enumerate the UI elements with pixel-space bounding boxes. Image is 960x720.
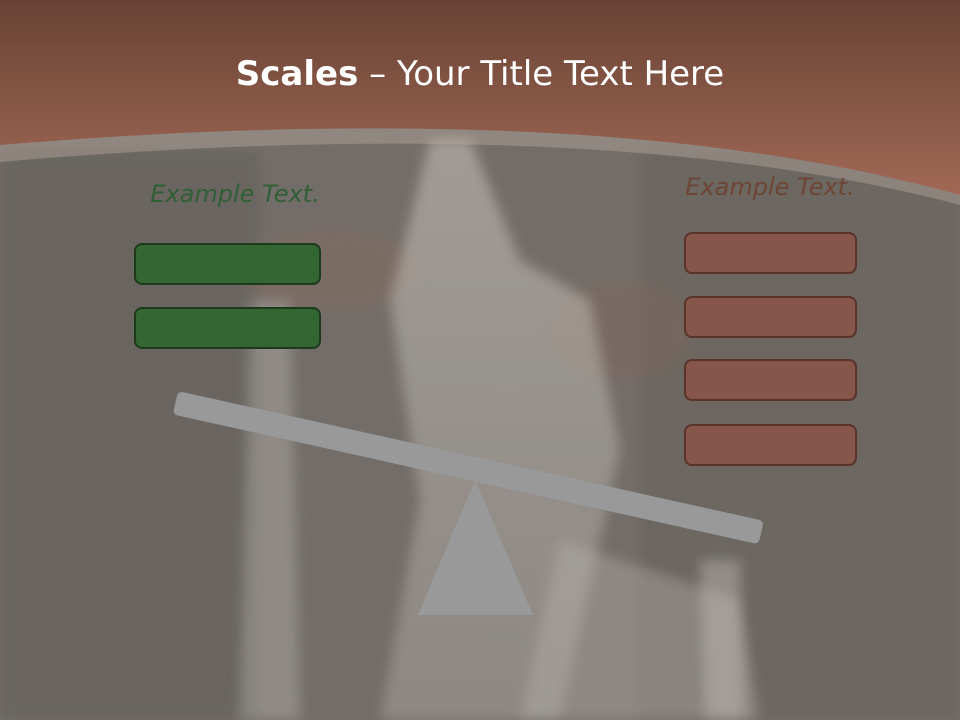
- title-rest: – Your Title Text Here: [358, 54, 725, 94]
- left-example-label: Example Text.: [150, 180, 320, 208]
- slide-title: Scales – Your Title Text Here: [0, 52, 960, 96]
- right-example-label: Example Text.: [685, 173, 855, 201]
- left-text-box-2[interactable]: [134, 307, 321, 349]
- right-text-box-4[interactable]: [684, 424, 857, 466]
- right-text-box-3[interactable]: [684, 359, 857, 401]
- left-text-box-1[interactable]: [134, 243, 321, 285]
- title-bold: Scales: [235, 54, 359, 94]
- header-band: [0, 0, 960, 195]
- fulcrum-triangle: [418, 480, 533, 615]
- right-text-box-2[interactable]: [684, 296, 857, 338]
- right-text-box-1[interactable]: [684, 232, 857, 274]
